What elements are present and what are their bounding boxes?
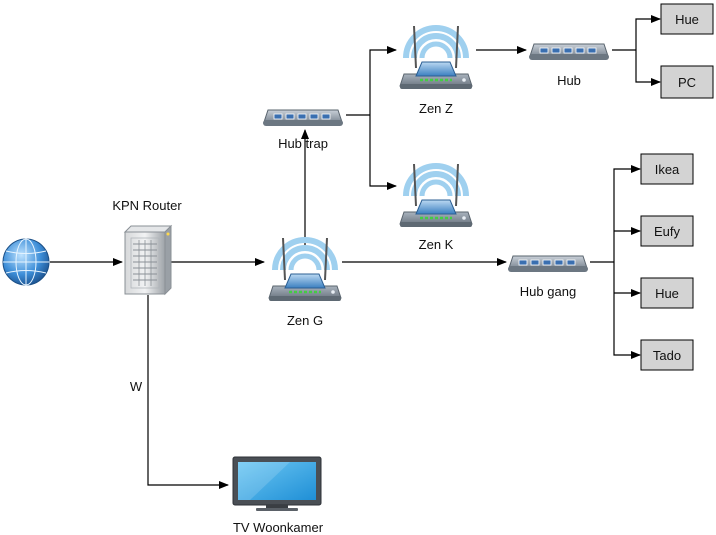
zen-k-router[interactable]: Zen K	[400, 164, 472, 252]
box-hue-top[interactable]: Hue	[660, 3, 714, 35]
hub-gang-label: Hub gang	[520, 284, 576, 299]
box-hue-top-label: Hue	[675, 12, 699, 27]
zen-z-label: Zen Z	[419, 101, 453, 116]
box-hue-label: Hue	[655, 286, 679, 301]
box-tado[interactable]: Tado	[640, 339, 694, 371]
tv-monitor-icon	[232, 456, 322, 511]
box-tado-label: Tado	[653, 348, 681, 363]
box-pc[interactable]: PC	[660, 65, 714, 99]
zen-g-label: Zen G	[287, 313, 323, 328]
wifi-router-icon	[269, 238, 341, 301]
box-hue[interactable]: Hue	[640, 277, 694, 309]
internet-globe-icon[interactable]	[2, 238, 50, 286]
edge-hub-trap-zen-k	[369, 115, 397, 190]
box-ikea-label: Ikea	[655, 162, 680, 177]
box-ikea[interactable]: Ikea	[640, 153, 694, 185]
box-eufy-label: Eufy	[654, 224, 681, 239]
wifi-router-icon	[400, 26, 472, 89]
kpn-router-label: KPN Router	[112, 198, 182, 213]
edge-hub-trap-zen-z	[369, 46, 397, 115]
hub-trap[interactable]: Hub trap	[262, 109, 344, 151]
zen-g-router[interactable]: Zen G	[269, 238, 341, 328]
server-tower-icon	[123, 224, 173, 296]
box-pc-label: PC	[678, 75, 696, 90]
edge-router-tv	[147, 295, 229, 489]
wifi-router-icon	[400, 164, 472, 227]
box-eufy[interactable]: Eufy	[640, 215, 694, 247]
switch-icon	[262, 109, 344, 127]
edge-hub-gang-ikea	[613, 165, 641, 262]
hub-gang[interactable]: Hub gang	[507, 255, 589, 299]
kpn-router[interactable]: KPN Router	[112, 198, 182, 296]
zen-z-router[interactable]: Zen Z	[400, 26, 472, 116]
edge-hub-hue-top	[635, 15, 661, 50]
edge-hub-pc	[635, 50, 661, 86]
edge-hub-gang-tado	[613, 262, 641, 359]
tv-woonkamer[interactable]: TV Woonkamer	[232, 456, 324, 535]
switch-icon	[528, 43, 610, 61]
switch-icon	[507, 255, 589, 273]
connectors	[50, 15, 661, 489]
tv-label: TV Woonkamer	[233, 520, 324, 535]
hub-trap-label: Hub trap	[278, 136, 328, 151]
wired-connection-label: W	[130, 379, 143, 394]
hub-label: Hub	[557, 73, 581, 88]
zen-k-label: Zen K	[419, 237, 454, 252]
hub[interactable]: Hub	[528, 43, 610, 88]
